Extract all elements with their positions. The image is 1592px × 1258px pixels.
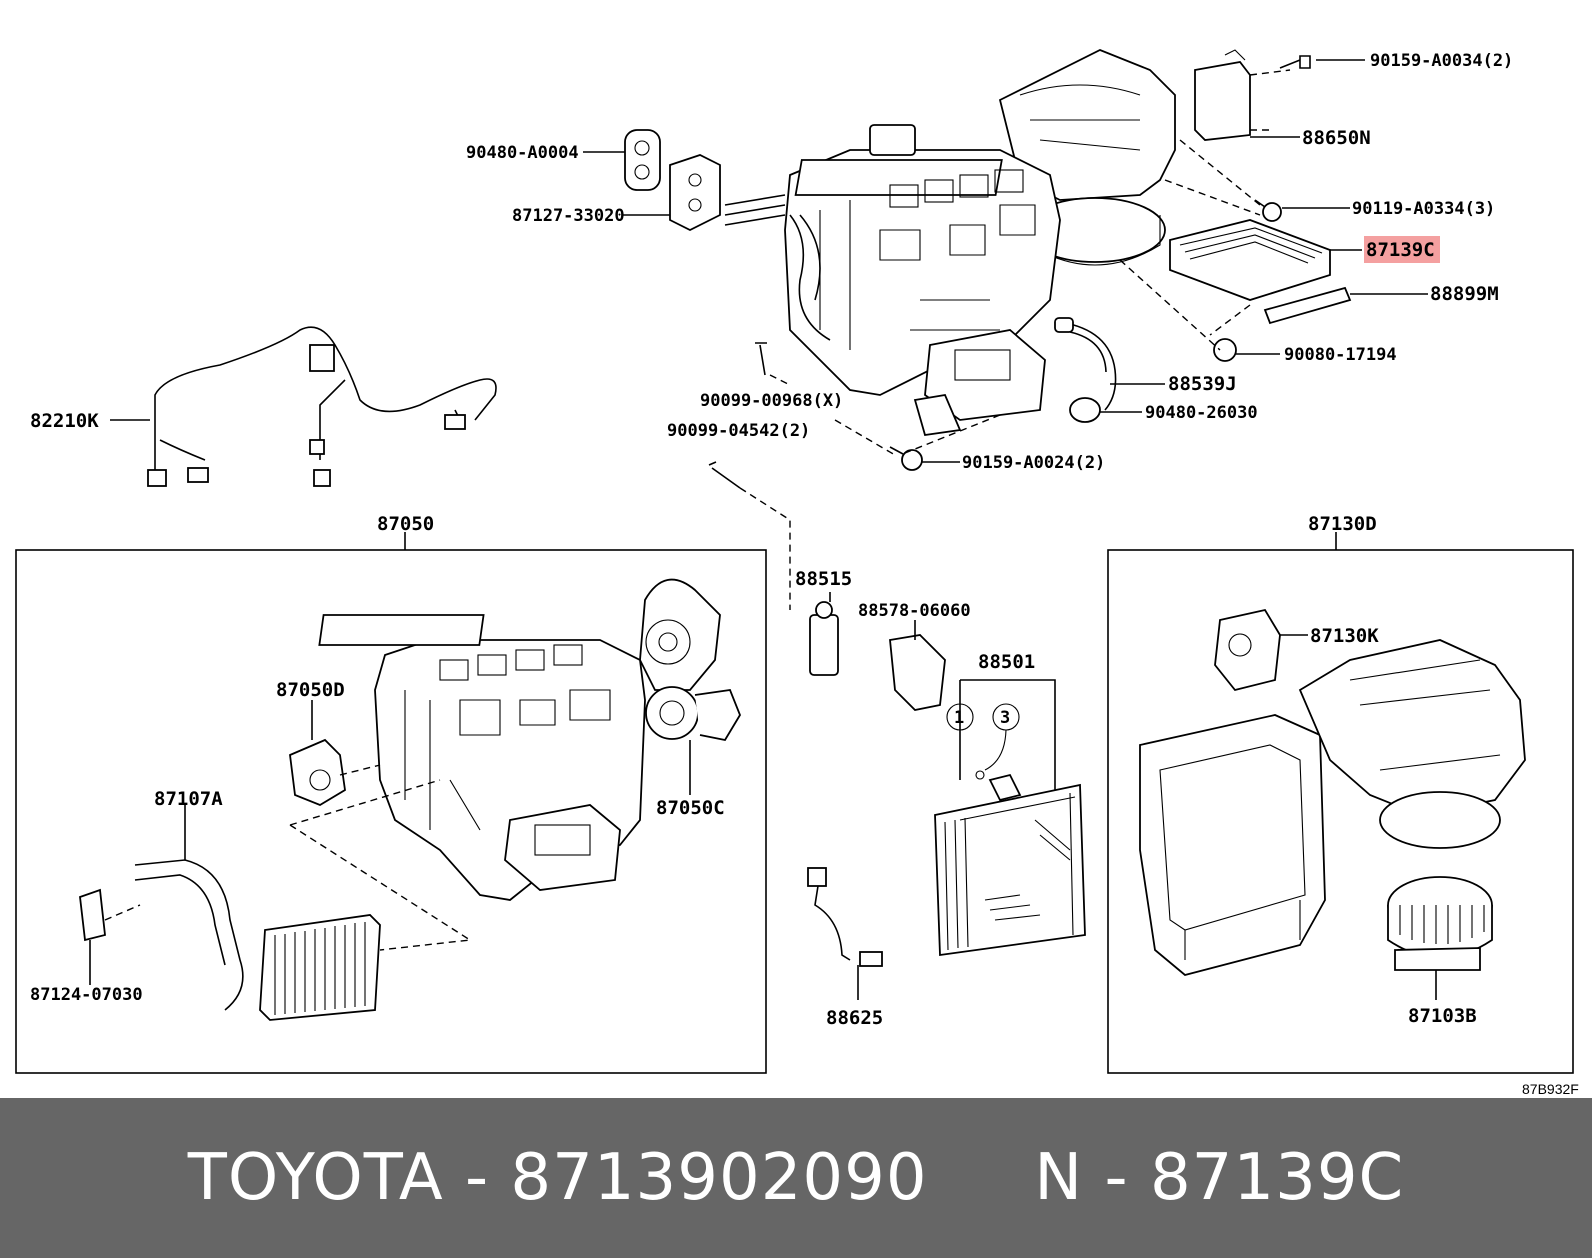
footer-part-info: TOYOTA - 8713902090 N - 87139C	[187, 1141, 1405, 1215]
footer-bar: TOYOTA - 8713902090 N - 87139C	[0, 1098, 1592, 1258]
label-87107a: 87107A	[154, 788, 223, 810]
label-87130k: 87130K	[1310, 625, 1379, 647]
label-90159-a0034: 90159-A0034(2)	[1370, 51, 1513, 71]
label-90119-a0334: 90119-A0334(3)	[1352, 199, 1495, 219]
label-87050d: 87050D	[276, 679, 345, 701]
label-88515: 88515	[795, 568, 852, 590]
label-90480-a0004: 90480-A0004	[466, 143, 579, 163]
label-87124-07030: 87124-07030	[30, 985, 143, 1005]
circle-label-3: 3	[1000, 708, 1010, 728]
label-87139c: 87139C	[1366, 239, 1435, 261]
assembly-box-87130d	[1107, 532, 1574, 1074]
hvac-unit-top	[624, 49, 1352, 610]
label-90159-a0024: 90159-A0024(2)	[962, 453, 1105, 473]
label-90080-17194: 90080-17194	[1284, 345, 1397, 365]
assembly-box-87050	[15, 532, 767, 1074]
wire-harness-82210k	[147, 326, 497, 487]
highlight-87139c	[1364, 236, 1440, 263]
label-88650n: 88650N	[1302, 127, 1371, 149]
circle-label-1: 1	[954, 708, 964, 728]
label-90099-04542: 90099-04542(2)	[667, 421, 810, 441]
label-90099-00968: 90099-00968(X)	[700, 391, 843, 411]
label-87050c: 87050C	[656, 797, 725, 819]
middle-parts	[807, 592, 1086, 1000]
label-90480-26030: 90480-26030	[1145, 403, 1258, 423]
label-88899m: 88899M	[1430, 283, 1499, 305]
leader-lines	[110, 59, 1428, 463]
label-88625: 88625	[826, 1007, 883, 1029]
label-87127-33020: 87127-33020	[512, 206, 625, 226]
label-87103b: 87103B	[1408, 1005, 1477, 1027]
label-87130d: 87130D	[1308, 513, 1377, 535]
diagram-code: 87B932F	[1522, 1081, 1579, 1097]
label-88501: 88501	[978, 651, 1035, 673]
label-82210k: 82210K	[30, 410, 99, 432]
label-88539j: 88539J	[1168, 373, 1237, 395]
label-88578-06060: 88578-06060	[858, 601, 971, 621]
parts-diagram: 90159-A0034(2) 88650N 90119-A0334(3) 871…	[15, 49, 1579, 1097]
label-87050: 87050	[377, 513, 434, 535]
